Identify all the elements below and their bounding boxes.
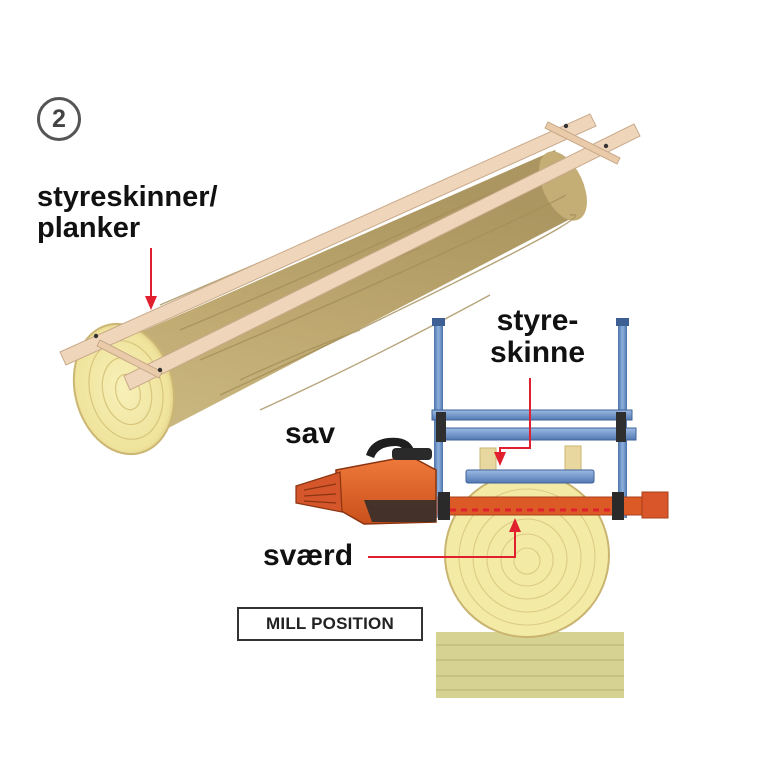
- label-saw: sav: [285, 417, 336, 450]
- circled-number-icon: 2: [52, 104, 66, 133]
- label-bar: sværd: [263, 539, 354, 572]
- label-rails-line2: planker: [37, 211, 141, 244]
- label-guide-rail-line1: styre-: [496, 304, 579, 337]
- mill-position-label: MILL POSITION: [237, 607, 423, 641]
- mill-position-text: MILL POSITION: [266, 614, 394, 633]
- label-rails-line1: styreskinner/: [37, 181, 218, 213]
- label-guide-rail: styre- skinne: [490, 305, 585, 369]
- label-rails: styreskinner/ planker: [37, 182, 218, 243]
- guide-planks: [59, 113, 641, 391]
- pointer-guide-rail: [494, 378, 531, 466]
- pointer-rails: [145, 248, 157, 310]
- label-guide-rail-line2: skinne: [490, 335, 586, 369]
- saw-bar: [437, 491, 669, 520]
- chainsaw: [295, 437, 437, 525]
- guide-rail: [465, 469, 595, 484]
- upper-crossbar: [431, 409, 637, 442]
- support-block: [436, 632, 624, 698]
- pointer-bar: [368, 518, 521, 558]
- step-number-badge: 2: [37, 97, 81, 141]
